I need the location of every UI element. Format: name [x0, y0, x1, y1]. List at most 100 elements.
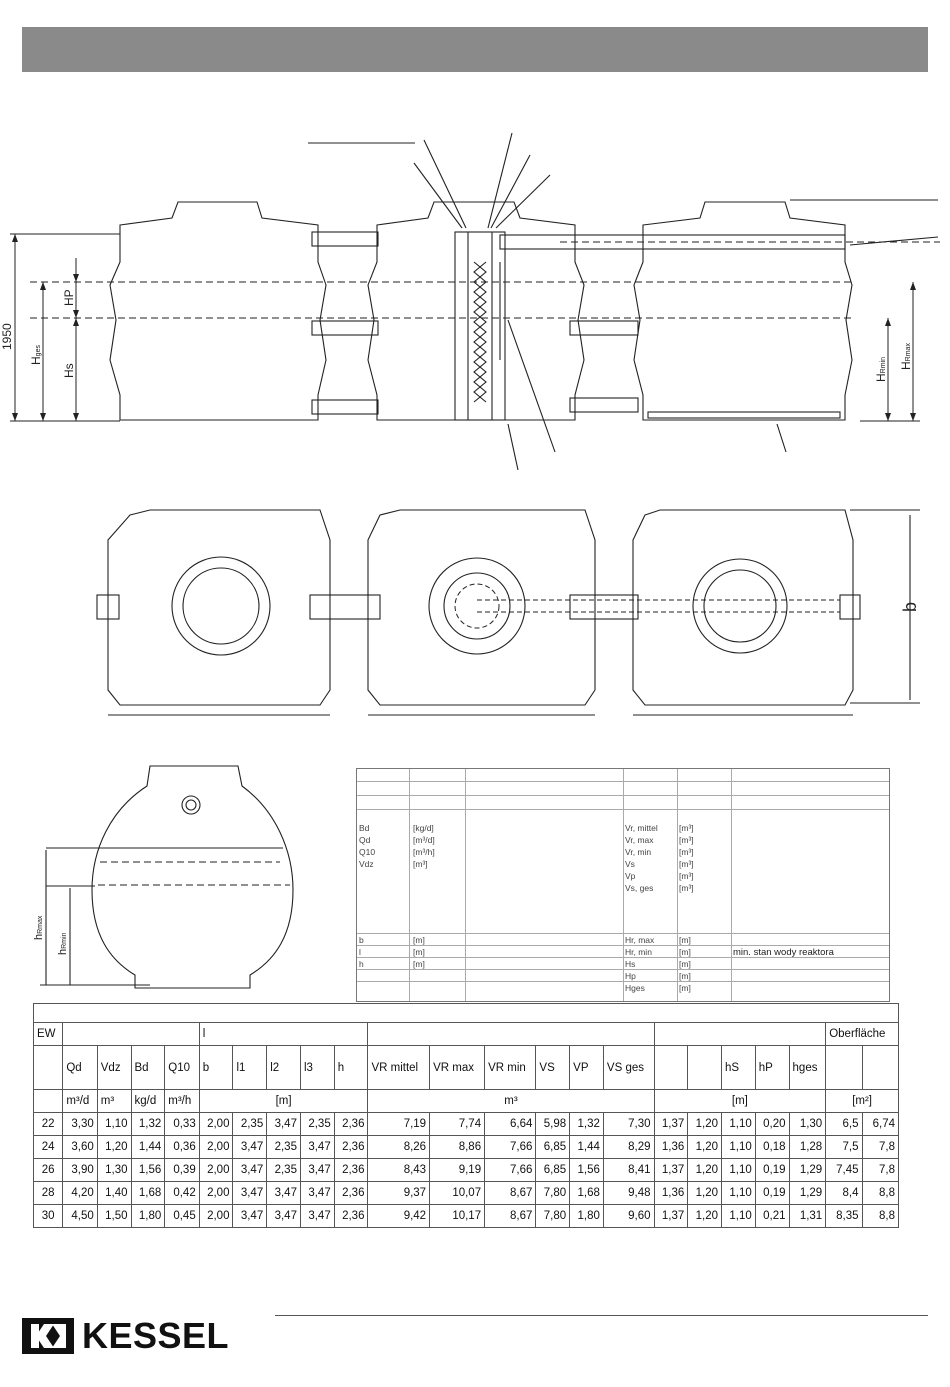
table-cell: 2,00 — [198, 1181, 234, 1205]
legend-sym-bd: Bd — [359, 823, 370, 833]
col-header: l1 — [232, 1045, 268, 1090]
col-header: Vdz — [96, 1045, 132, 1090]
tank-2-elevation — [367, 201, 585, 421]
table-cell: 3,47 — [266, 1181, 301, 1205]
table-cell: 1,50 — [96, 1204, 132, 1228]
table-cell: 7,19 — [367, 1112, 431, 1136]
table-cell: 3,47 — [232, 1158, 268, 1182]
footer-divider — [275, 1315, 928, 1316]
table-cell: 1,56 — [569, 1158, 604, 1182]
legend-unit-vdz: [m³] — [413, 859, 428, 869]
tank-side-section — [91, 765, 294, 989]
legend-sym-l: l — [359, 947, 361, 957]
table-cell: 1,30 — [96, 1158, 132, 1182]
dim-hp-label: HP — [62, 289, 76, 306]
col-oberflaeche-header: Oberfläche — [825, 1022, 899, 1046]
kessel-logo: KESSEL — [22, 1315, 229, 1356]
table-cell: 1,44 — [569, 1135, 604, 1159]
table-cell: 1,10 — [721, 1158, 756, 1182]
legend-unit-hr-max: [m] — [679, 935, 691, 945]
table-cell: 0,45 — [164, 1204, 200, 1228]
table-cell: 3,47 — [266, 1112, 301, 1136]
table-cell: 3,30 — [62, 1112, 98, 1136]
table-cell: 7,74 — [429, 1112, 486, 1136]
table-cell: 0,19 — [754, 1181, 790, 1205]
col-header: Bd — [130, 1045, 166, 1090]
table-cell: 0,20 — [754, 1112, 790, 1136]
table-units-row: m³/d m³ kg/d m³/h [m] m³ [m] [m²] — [32, 1089, 899, 1113]
table-cell: 8,41 — [602, 1158, 655, 1182]
table-cell: 8,26 — [367, 1135, 431, 1159]
table-cell: 1,10 — [721, 1204, 756, 1228]
table-header-row: Qd Vdz Bd Q10 b l1 l2 l3 h VR mittel VR … — [32, 1045, 900, 1090]
table-cell: 1,29 — [788, 1181, 827, 1205]
table-cell: 7,30 — [602, 1112, 655, 1136]
header-bar — [22, 27, 928, 72]
unit-cell: m³/h — [164, 1089, 200, 1113]
table-cell: 0,39 — [164, 1158, 200, 1182]
technical-drawing: 1950 Hges HP Hs HRmin HRmax b — [0, 132, 940, 989]
table-cell: 2,36 — [333, 1135, 369, 1159]
table-cell: 30 — [32, 1204, 64, 1228]
table-cell: 22 — [32, 1112, 64, 1136]
table-cell: 0,33 — [164, 1112, 200, 1136]
col-header: l2 — [266, 1045, 301, 1090]
table-cell: 1,20 — [687, 1112, 723, 1136]
table-cell: 28 — [32, 1181, 64, 1205]
tank-1-plan — [107, 509, 331, 706]
table-cell: 3,60 — [62, 1135, 98, 1159]
legend-unit-b: [m] — [413, 935, 425, 945]
unit-cell: m³ — [96, 1089, 132, 1113]
table-cell: 6,5 — [825, 1112, 863, 1136]
table-cell: 7,80 — [535, 1181, 571, 1205]
dim-hs-label: Hs — [62, 363, 76, 378]
col-header: VS ges — [602, 1045, 655, 1090]
table-cell: 7,66 — [484, 1158, 537, 1182]
table-cell: 6,74 — [861, 1112, 900, 1136]
table-cell: 7,80 — [535, 1204, 571, 1228]
tank-3-elevation — [633, 201, 853, 421]
table-cell: 3,47 — [299, 1204, 335, 1228]
table-cell: 8,4 — [825, 1181, 863, 1205]
table-cell: 4,20 — [62, 1181, 98, 1205]
col-header: hP — [754, 1045, 790, 1090]
col-header: VR mittel — [367, 1045, 431, 1090]
table-cell: 1,32 — [130, 1112, 166, 1136]
dim-hrmax-label: HRmax — [899, 343, 913, 370]
table-cell: 1,40 — [96, 1181, 132, 1205]
tank-3-plan — [632, 509, 854, 706]
legend-unit-bd: [kg/d] — [413, 823, 434, 833]
legend-unit-vs: [m³] — [679, 859, 694, 869]
legend-sym-vs: Vs — [625, 859, 635, 869]
col-header: VS — [535, 1045, 571, 1090]
table-cell: 2,35 — [232, 1112, 268, 1136]
dim-hges-label: Hges — [29, 345, 43, 365]
col-header — [861, 1045, 900, 1090]
table-cell: 8,8 — [861, 1181, 900, 1205]
table-cell: 8,8 — [861, 1204, 900, 1228]
col-header: Qd — [62, 1045, 98, 1090]
col-l-header: l — [198, 1022, 369, 1046]
table-cell: 8,35 — [825, 1204, 863, 1228]
table-cell: 7,5 — [825, 1135, 863, 1159]
legend-sym-vp: Vp — [625, 871, 636, 881]
table-cell: 0,21 — [754, 1204, 790, 1228]
legend-sym-vdz: Vdz — [359, 859, 374, 869]
table-cell: 9,60 — [602, 1204, 655, 1228]
col-header: VP — [569, 1045, 604, 1090]
table-cell: 0,18 — [754, 1135, 790, 1159]
legend-sym-hges: Hges — [625, 983, 645, 993]
table-cell: 8,67 — [484, 1181, 537, 1205]
table-cell: 2,00 — [198, 1135, 234, 1159]
table-cell: 6,85 — [535, 1135, 571, 1159]
table-cell: 3,47 — [232, 1204, 268, 1228]
legend-sym-h: h — [359, 959, 364, 969]
legend-sym-vr-max: Vr, max — [625, 835, 654, 845]
dim-b-label: b — [900, 602, 920, 612]
table-cell: 9,42 — [367, 1204, 431, 1228]
table-cell: 4,50 — [62, 1204, 98, 1228]
col-header: b — [198, 1045, 234, 1090]
